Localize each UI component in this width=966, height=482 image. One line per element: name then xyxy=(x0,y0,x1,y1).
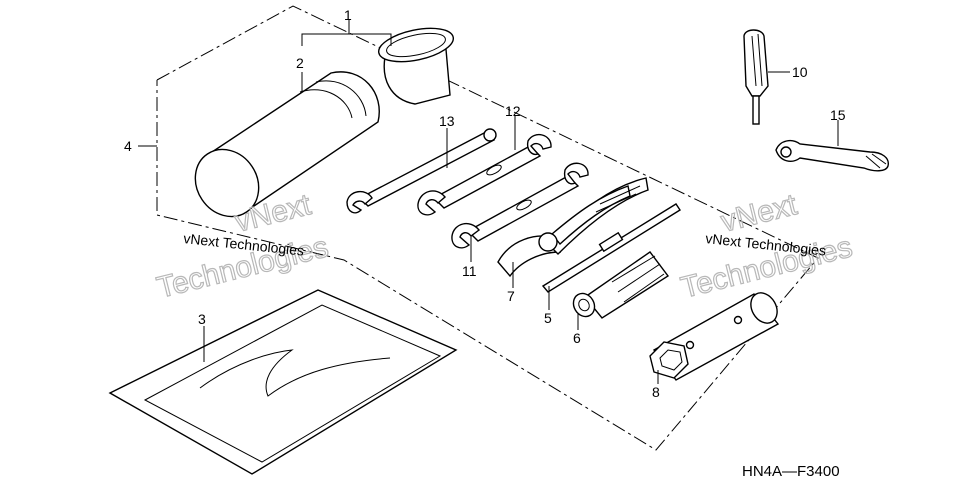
tool-case-tube xyxy=(194,71,380,218)
label-8: 8 xyxy=(652,384,660,400)
wrench-13 xyxy=(346,128,497,214)
watermark-right-big-1: vNext xyxy=(718,188,801,239)
label-1: 1 xyxy=(344,7,352,23)
tube-cap xyxy=(377,27,455,105)
label-7: 7 xyxy=(507,288,515,304)
box-wrench xyxy=(649,292,780,381)
label-3: 3 xyxy=(198,311,206,327)
tool-bag xyxy=(108,289,458,475)
label-6: 6 xyxy=(573,330,581,346)
watermark-right: vNext Technologies vNext Technologies xyxy=(677,187,856,305)
label-13: 13 xyxy=(439,113,455,129)
pliers xyxy=(497,177,649,278)
label-10: 10 xyxy=(792,64,808,80)
label-2: 2 xyxy=(296,55,304,71)
hook-spanner xyxy=(775,139,889,172)
watermark-left: vNext Technologies vNext Technologies xyxy=(153,187,332,305)
wrench-11 xyxy=(451,162,589,249)
screwdriver-handle xyxy=(572,251,670,319)
label-15: 15 xyxy=(830,107,846,123)
screwdriver-blade xyxy=(541,203,681,293)
part-labels: 1 2 3 4 5 6 7 8 10 11 12 13 15 xyxy=(124,7,846,400)
label-12: 12 xyxy=(505,103,521,119)
wrench-12 xyxy=(417,133,552,216)
label-11: 11 xyxy=(462,263,477,279)
bit-handle xyxy=(743,29,769,125)
kit-boundary xyxy=(156,5,819,451)
label-4: 4 xyxy=(124,138,132,154)
diagram-code: HN4A—F3400 xyxy=(742,463,840,480)
leader-lines xyxy=(138,20,839,384)
label-5: 5 xyxy=(544,310,552,326)
